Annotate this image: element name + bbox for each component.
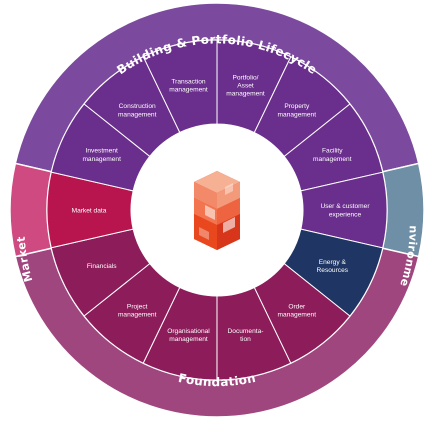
outer-ring xyxy=(9,2,425,418)
segment-ring xyxy=(46,39,388,381)
foundation-label: Foundation xyxy=(177,371,257,389)
segment-label-documentation: Documenta-tion xyxy=(228,328,264,343)
segment-label-market-data: Market data xyxy=(72,207,107,214)
segment-label-energy: Energy &Resources xyxy=(317,259,349,274)
stacked-cubes-logo xyxy=(194,171,240,250)
segment-label-financials: Financials xyxy=(87,263,117,270)
